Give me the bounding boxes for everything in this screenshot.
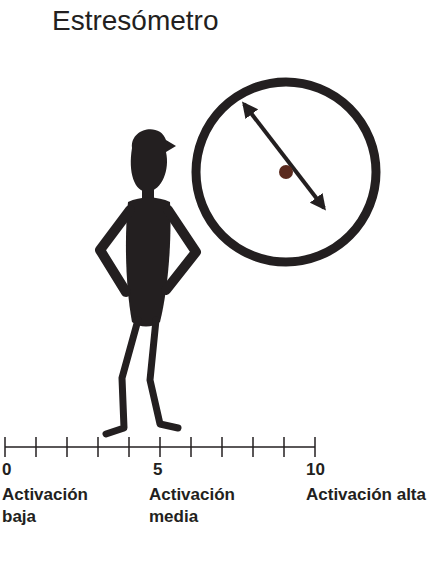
scale-number: 10 — [306, 459, 346, 481]
scale-number: 5 — [153, 459, 193, 481]
person-figure — [100, 129, 196, 434]
scale-label: Activación alta — [306, 484, 426, 506]
title: Estresómetro — [52, 4, 219, 38]
stress-gauge — [196, 82, 376, 262]
scale-label: Activación media — [149, 484, 269, 528]
scale-number: 0 — [2, 459, 42, 481]
scale-label: Activación baja — [2, 484, 122, 528]
scale-ruler — [5, 437, 315, 457]
